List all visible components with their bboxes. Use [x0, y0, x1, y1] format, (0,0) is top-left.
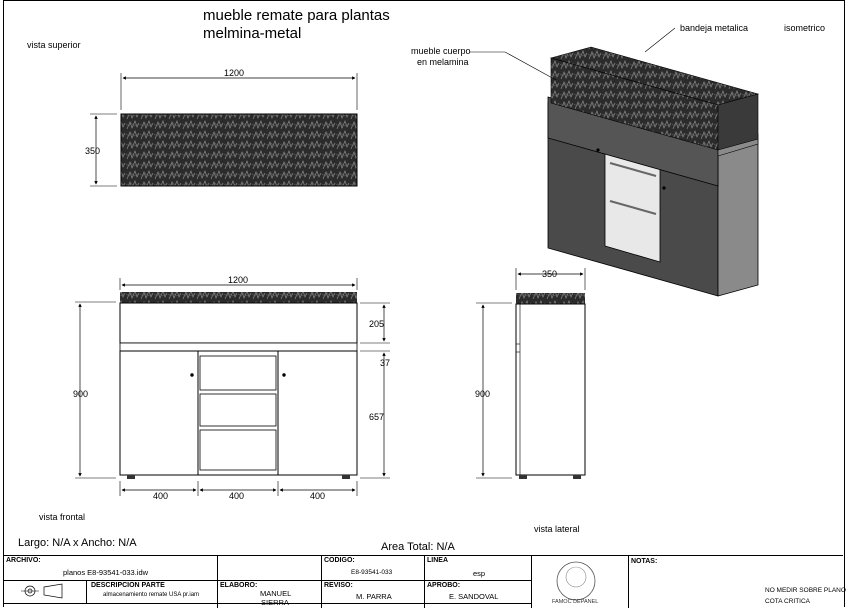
dim-front-400-b: 400: [229, 491, 244, 501]
dim-front-657: 657: [369, 412, 384, 422]
front-view-label: vista frontal: [39, 512, 86, 522]
famoc-logo: FAMOC DEPANEL: [552, 561, 598, 605]
dim-top-width: 1200: [224, 68, 244, 78]
top-view: [90, 73, 358, 187]
dim-front-205: 205: [369, 319, 384, 329]
body-callout-line2: en melamina: [417, 57, 469, 67]
reviso-header: REVISO:: [324, 582, 353, 589]
reviso-value: M. PARRA: [356, 592, 392, 601]
drawing-title-line2: melmina-metal: [203, 25, 302, 42]
dim-side-width: 350: [542, 269, 557, 279]
notas-header: NOTAS:: [631, 558, 658, 565]
dim-top-depth: 350: [85, 146, 100, 156]
isometric-view: [470, 27, 760, 297]
largo-ancho-text: Largo: N/A x Ancho: N/A: [18, 537, 137, 549]
aprobo-value: E. SANDOVAL: [449, 592, 499, 601]
note-no-medir: NO MEDIR SOBRE PLANO: [765, 587, 846, 594]
drawing-title-line1: mueble remate para plantas: [203, 7, 390, 24]
front-view: [75, 278, 390, 496]
dim-front-400-c: 400: [310, 491, 325, 501]
metal-tray-callout: bandeja metalica: [680, 23, 749, 33]
codigo-value: E8-93541-033: [351, 569, 393, 576]
title-block: ARCHIVO: planos E8-93541-033.idw DESCRIP…: [3, 555, 846, 608]
elaboro-value-1: MANUEL: [260, 589, 292, 598]
dim-front-400-a: 400: [153, 491, 168, 501]
elaboro-value-2: SIERRA: [261, 598, 289, 607]
sheet-frame: [3, 0, 845, 607]
linea-header: LINEA: [427, 557, 448, 564]
linea-value: esp: [473, 569, 486, 578]
note-cota-critica: COTA CRITICA: [765, 598, 811, 605]
dim-side-height: 900: [475, 389, 490, 399]
dim-front-37: 37: [380, 358, 390, 368]
archivo-header: ARCHIVO:: [6, 557, 41, 564]
area-total-text: Area Total: N/A: [381, 541, 455, 553]
dim-front-width: 1200: [228, 275, 248, 285]
side-view-label: vista lateral: [534, 524, 580, 534]
elaboro-header: ELABORO:: [220, 582, 258, 589]
archivo-value: planos E8-93541-033.idw: [63, 568, 149, 577]
projection-symbol-icon: [21, 583, 63, 599]
side-view: [476, 268, 586, 479]
logo-text: FAMOC DEPANEL: [552, 599, 598, 605]
body-callout-line1: mueble cuerpo: [411, 46, 471, 56]
isometric-label: isometrico: [784, 23, 826, 33]
dim-front-height: 900: [73, 389, 88, 399]
codigo-header: CODIGO:: [324, 557, 355, 564]
descripcion-header: DESCRIPCION PARTE: [91, 582, 165, 589]
descripcion-value: almacenamiento remate USA pr.iam: [103, 592, 200, 598]
top-view-label: vista superior: [27, 40, 81, 50]
aprobo-header: APROBO:: [427, 582, 461, 589]
